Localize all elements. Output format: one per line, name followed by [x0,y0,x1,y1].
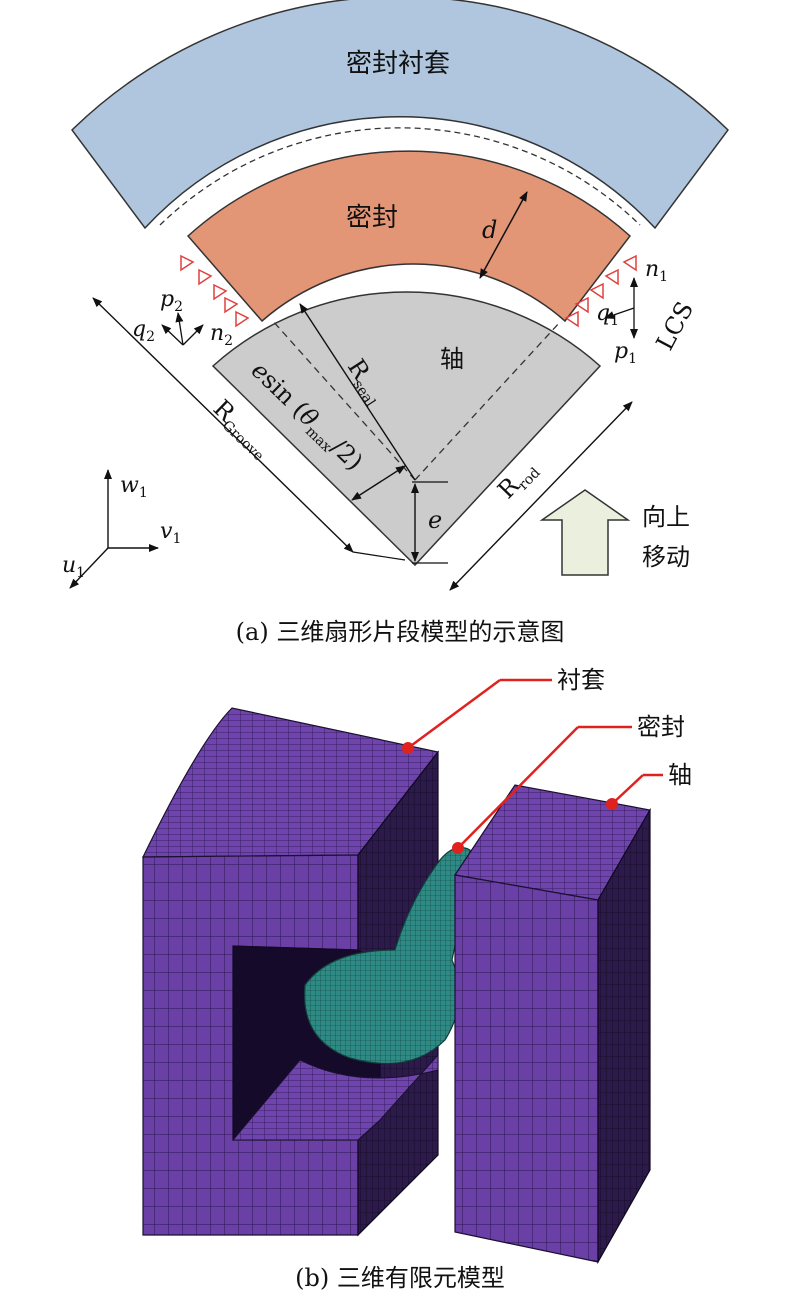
panel-b-fem-model: 衬套 密封 轴 [142,666,692,1265]
liner-top-face [142,707,440,858]
callout-seal [452,725,632,854]
rod-label: 轴 [440,345,464,373]
d-dimension-arrow [479,191,528,279]
global-axes [69,469,159,589]
callout-liner-label: 衬套 [557,666,605,694]
n1-label: n1 [645,257,668,285]
groove-dashed-arc [159,127,641,226]
liner-lower-top-face [231,1053,439,1141]
rod-front-face [454,874,599,1263]
e-label: e [428,506,442,534]
rod-region [211,291,602,567]
callout-liner [402,678,552,754]
move-label-line2: 移动 [642,543,690,571]
panel-a-diagram: 密封衬套 密封 轴 d p2 q2 n2 [62,0,729,591]
caption-b: (b) 三维有限元模型 [295,1264,505,1292]
q2-label: q2 [132,317,155,345]
move-label-line1: 向上 [642,503,690,531]
rod-side-face [597,807,651,1265]
seal-label: 密封 [346,203,398,233]
upward-arrow [539,489,631,576]
right-constraint-markers [564,254,637,328]
right-local-axes [604,277,638,339]
d-label: d [482,216,497,244]
n2-label: n2 [210,321,233,349]
gland-region [71,0,729,230]
r-groove-extension [352,551,406,561]
u1-label: u1 [62,553,85,581]
r-rod-arrow [449,401,633,591]
p1-label: p1 [614,339,637,367]
left-local-axes [161,312,204,346]
callout-rod-label: 轴 [668,761,692,789]
p2-label: p2 [160,287,183,315]
w1-label: w1 [120,473,148,501]
caption-a: (a) 三维扇形片段模型的示意图 [236,618,565,646]
callout-rod [606,773,663,810]
lcs-label: LCS [651,297,700,355]
r-groove-arrow [92,297,354,553]
gland-label: 密封衬套 [346,49,450,79]
v1-label: v1 [160,519,181,547]
callout-seal-label: 密封 [637,713,685,741]
esin-dimension-arrow [351,465,406,501]
q1-label: q1 [596,301,619,329]
